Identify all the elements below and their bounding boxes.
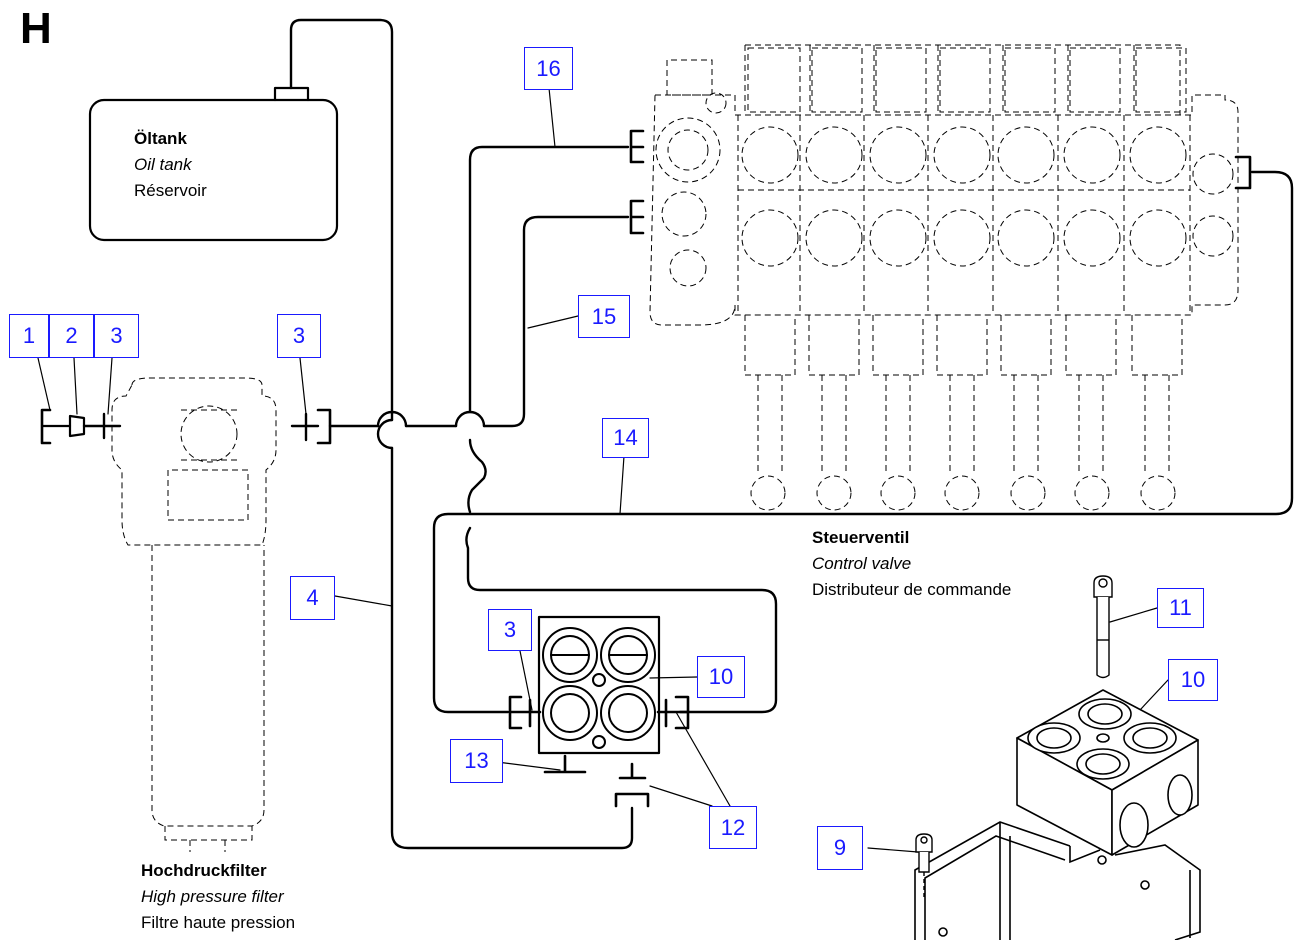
- callout-4: 4: [290, 576, 335, 620]
- filter-label: Hochdruckfilter High pressure filter Fil…: [141, 858, 295, 936]
- bracket: [914, 821, 1201, 941]
- valve-label-en: Control valve: [812, 554, 912, 573]
- callout-3-block: 3: [488, 609, 532, 651]
- callout-14: 14: [602, 418, 649, 458]
- filter-label-en: High pressure filter: [141, 887, 284, 906]
- section-letter: H: [20, 4, 52, 53]
- control-valve: [649, 44, 1239, 326]
- valve-label: Steuerventil Control valve Distributeur …: [812, 525, 1011, 603]
- callout-16: 16: [524, 47, 573, 90]
- callout-3-right: 3: [277, 314, 321, 358]
- callout-2: 2: [49, 314, 94, 358]
- callout-10-iso: 10: [1168, 659, 1218, 701]
- oil-tank-label-fr: Réservoir: [134, 181, 207, 200]
- line-14: [432, 170, 1294, 714]
- plug-13: [543, 754, 587, 774]
- line-4: [390, 446, 634, 850]
- high-pressure-filter: [111, 377, 277, 852]
- oil-tank: [88, 98, 339, 242]
- callout-13: 13: [450, 739, 503, 783]
- oil-tank-label-de: Öltank: [134, 129, 187, 148]
- oil-tank-label-en: Oil tank: [134, 155, 192, 174]
- valve-block: [537, 615, 661, 755]
- line-16: [468, 145, 630, 414]
- valve-spools: [741, 126, 1187, 511]
- callout-10-block: 10: [697, 656, 745, 698]
- valve-label-de: Steuerventil: [812, 528, 910, 547]
- fitting-3-left: [82, 412, 122, 440]
- callout-1: 1: [9, 314, 49, 358]
- oil-tank-label: Öltank Oil tank Réservoir: [134, 126, 207, 204]
- tank-port: [273, 86, 310, 102]
- callout-12: 12: [709, 806, 757, 849]
- callout-11: 11: [1157, 588, 1204, 628]
- valve-label-fr: Distributeur de commande: [812, 580, 1012, 599]
- adapter-2: [68, 414, 86, 438]
- filter-label-de: Hochdruckfilter: [141, 861, 267, 880]
- filter-label-fr: Filtre haute pression: [141, 913, 296, 932]
- fitting-3-right: [290, 412, 320, 442]
- block-iso: [1016, 689, 1199, 856]
- callout-15: 15: [578, 295, 630, 338]
- callout-9: 9: [817, 826, 863, 870]
- tank-return-line: [289, 18, 394, 422]
- screw-9: [915, 833, 933, 900]
- callout-3-left: 3: [94, 314, 139, 358]
- screw-11: [1093, 575, 1113, 679]
- line-15: [482, 215, 630, 428]
